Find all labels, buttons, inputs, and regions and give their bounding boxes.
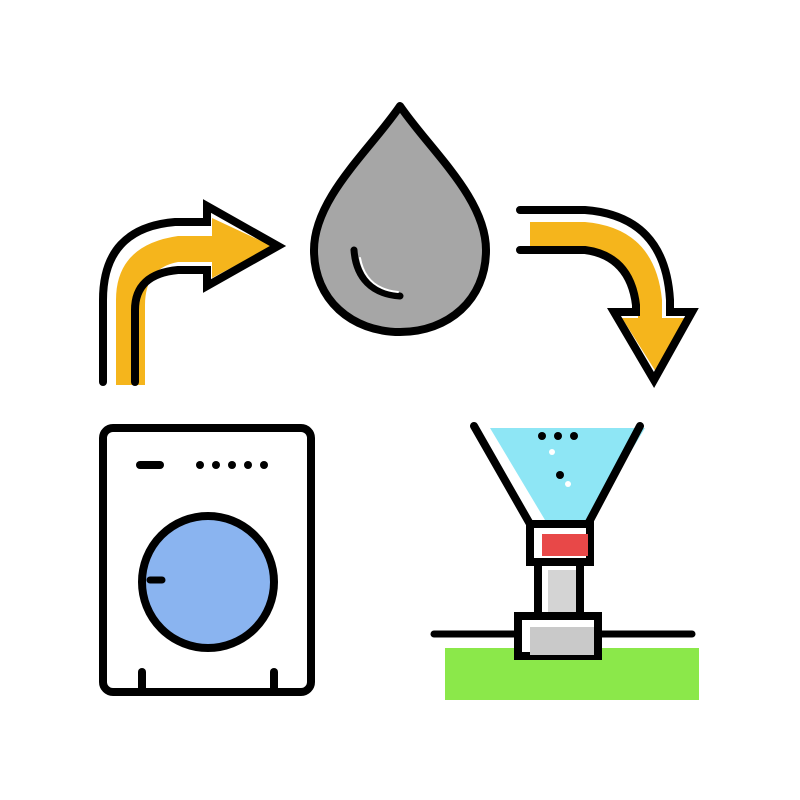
washer-drum [138,512,278,652]
drop-outline [310,102,490,336]
washing-machine-icon [99,424,315,696]
filter-pipe-fill [548,570,576,612]
indicator-dot [244,461,252,469]
pipe-coupler-fill [530,627,594,655]
arrow-right-fill [530,222,690,372]
arrow-left-fill [116,218,272,385]
arrow-right-outline [516,206,699,389]
arrow-left-outline [99,199,287,386]
indicator-dot [260,461,268,469]
bubble [554,432,562,440]
filter-red-band [542,534,588,556]
indicator-dot [196,461,204,469]
drop-highlight-shine [359,257,399,293]
water-drop-icon [310,102,490,336]
drop-highlight [350,246,404,300]
bubble [570,432,578,440]
funnel-water [490,428,645,520]
funnel-outline [470,422,644,528]
funnel-bubbles-light [549,449,571,487]
indicator-dot [212,461,220,469]
bubble-light [549,449,555,455]
curved-arrow-up-right-icon [99,199,287,386]
funnel-filter-icon [430,422,699,700]
bubble [538,432,546,440]
funnel-bubbles [538,432,578,479]
washer-indicator-dots [196,461,268,469]
bubble-light [565,481,571,487]
indicator-dot [228,461,236,469]
curved-arrow-down-icon [516,206,699,389]
bubble [556,471,564,479]
